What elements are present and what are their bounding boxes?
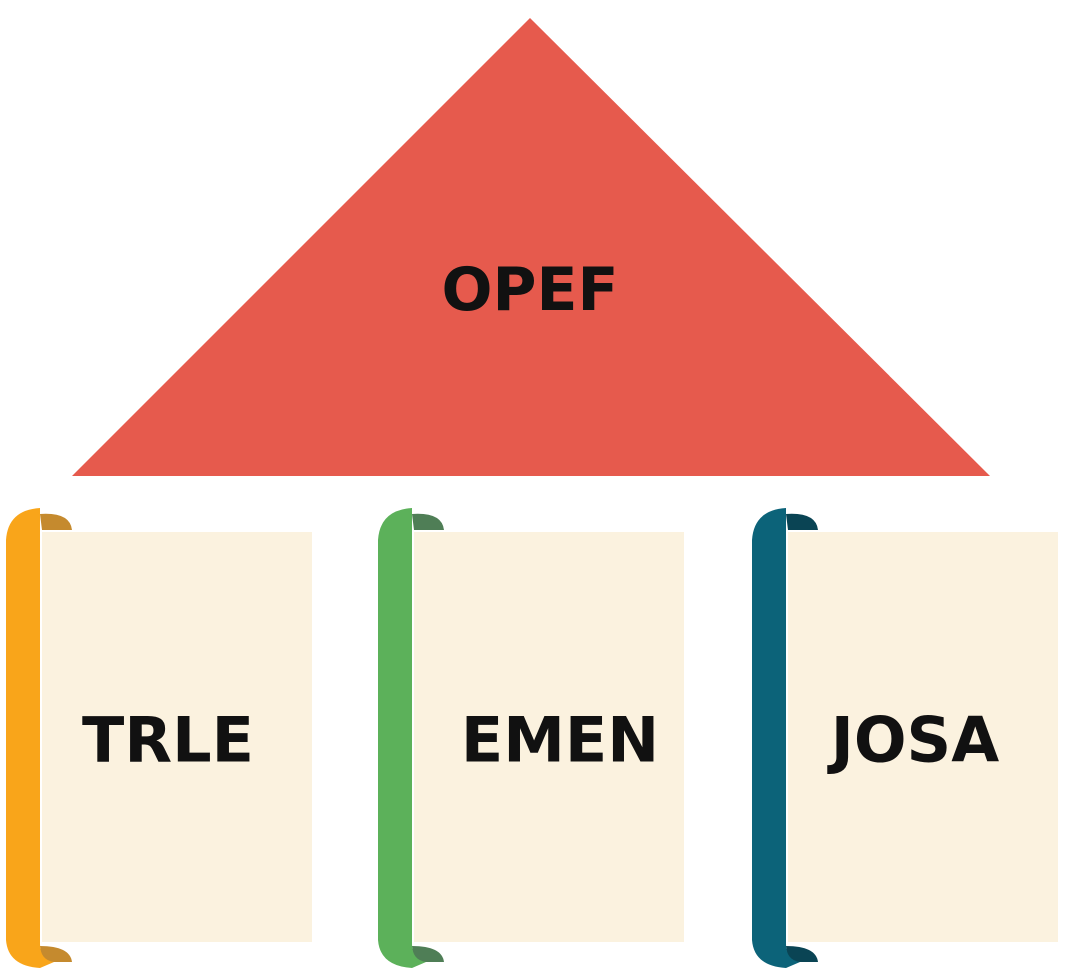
pillar-emen: EMEN [378,508,684,968]
roof-label: OPEF [442,255,619,325]
pillar-panel [414,532,684,942]
pillar-bracket [6,508,54,968]
pillar-label: TRLE [82,704,254,777]
pillar-panel [42,532,312,942]
pillar-josa: JOSA [752,508,1058,968]
roof: OPEF [72,18,990,476]
roof-triangle [72,18,990,476]
pillar-panel [788,532,1058,942]
pillar-label: JOSA [827,704,999,777]
pillar-bracket [378,508,426,968]
pillar-label: EMEN [461,704,659,777]
pillar-trle: TRLE [6,508,312,968]
pillar-bracket [752,508,800,968]
